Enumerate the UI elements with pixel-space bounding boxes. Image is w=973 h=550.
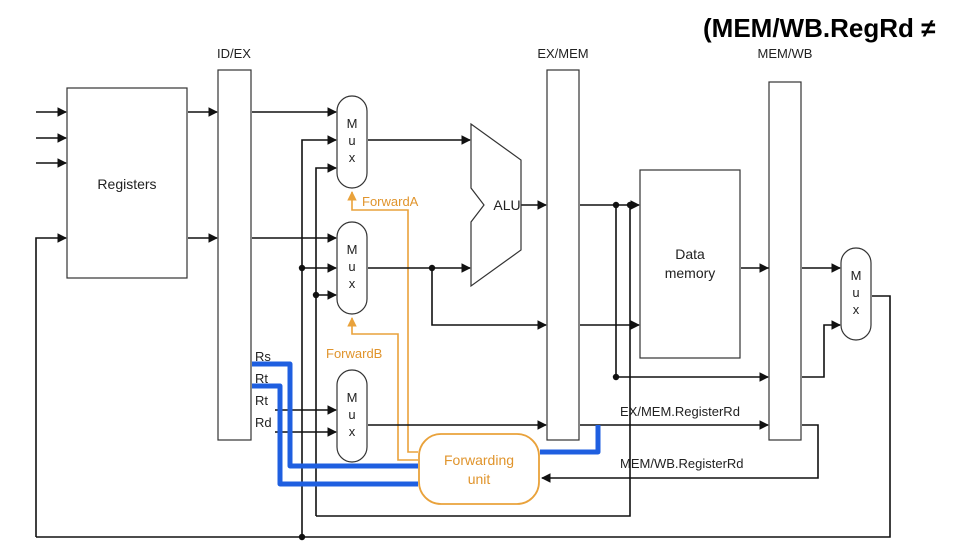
mem-wb-register-rd-label: MEM/WB.RegisterRd xyxy=(620,456,744,471)
mux-letter: M xyxy=(347,116,358,131)
field-label-rs: Rs xyxy=(255,349,271,364)
mux-letter: u xyxy=(852,285,859,300)
wire-junctions xyxy=(298,201,634,541)
alu-block xyxy=(470,122,522,288)
id-ex-label: ID/EX xyxy=(217,46,251,61)
forwarding-control-wires xyxy=(347,191,418,461)
forward-a-label: ForwardA xyxy=(362,194,419,209)
forwarding-unit-label-line2: unit xyxy=(468,471,491,487)
forwarding-unit-block xyxy=(418,433,540,505)
ex-mem-register xyxy=(546,69,580,441)
mux-letter: u xyxy=(348,133,355,148)
field-label-rt: Rt xyxy=(255,371,268,386)
mux-letter: x xyxy=(349,424,356,439)
registers-block xyxy=(66,87,188,279)
forwarding-unit-label-line1: Forwarding xyxy=(444,452,514,468)
datapath-wires xyxy=(35,107,891,538)
mux-letter: x xyxy=(349,276,356,291)
slide-heading: (MEM/WB.RegRd ≠ xyxy=(703,13,935,43)
mux-letter: x xyxy=(853,302,860,317)
data-memory-label-line2: memory xyxy=(665,265,716,281)
ex-mem-label: EX/MEM xyxy=(537,46,588,61)
mux-forward-b: M u x xyxy=(336,221,368,315)
mux-letter: M xyxy=(347,242,358,257)
ex-mem-register-rd-label: EX/MEM.RegisterRd xyxy=(620,404,740,419)
mux-letter: u xyxy=(348,259,355,274)
data-memory-block xyxy=(639,169,741,359)
register-number-paths xyxy=(252,361,601,487)
mux-write-back: M u x xyxy=(840,247,872,341)
alu-label: ALU xyxy=(493,197,520,213)
registers-label: Registers xyxy=(97,176,156,192)
mem-wb-label: MEM/WB xyxy=(758,46,813,61)
id-ex-register xyxy=(217,69,252,441)
mem-wb-register xyxy=(768,81,802,441)
field-label-rt-2: Rt xyxy=(255,393,268,408)
mux-letter: x xyxy=(349,150,356,165)
mux-letter: M xyxy=(347,390,358,405)
mux-reg-dst: M u x xyxy=(336,369,368,463)
data-memory-label-line1: Data xyxy=(675,246,705,262)
field-label-rd: Rd xyxy=(255,415,272,430)
mux-letter: M xyxy=(851,268,862,283)
mux-forward-a: M u x xyxy=(336,95,368,189)
mux-letter: u xyxy=(348,407,355,422)
forward-b-label: ForwardB xyxy=(326,346,382,361)
